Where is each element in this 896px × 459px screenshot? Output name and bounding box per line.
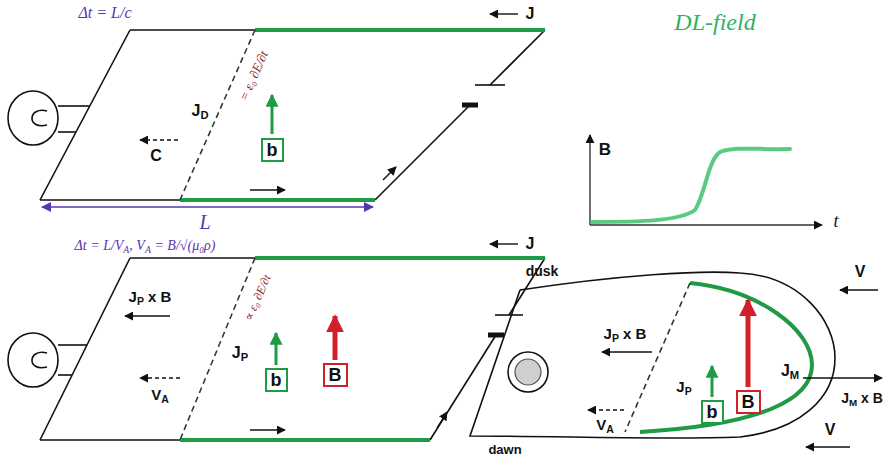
flow-label: V <box>855 263 866 281</box>
field-box: b <box>701 400 724 424</box>
current-label: JM <box>781 362 799 381</box>
force-label: JP x B <box>604 326 647 344</box>
wire <box>40 199 375 201</box>
field-arrow <box>333 316 338 360</box>
region-label: dawn <box>488 443 521 457</box>
force-label: JM x B <box>839 391 885 408</box>
axis-label: t <box>833 212 838 232</box>
wire <box>490 30 545 85</box>
wave-front <box>180 30 255 200</box>
battery-plate <box>475 84 505 86</box>
field-symbol: B <box>742 393 755 413</box>
wire <box>58 374 72 376</box>
wire <box>58 105 90 107</box>
current-layer <box>255 256 545 260</box>
current-arrow <box>437 412 447 428</box>
axis-label: B <box>599 141 611 160</box>
field-arrow <box>711 366 714 397</box>
earth-core <box>515 359 541 385</box>
field-box: B <box>736 390 761 414</box>
field-box: b <box>265 368 288 392</box>
current-layer <box>180 438 430 442</box>
current-layer <box>180 198 375 202</box>
current-label: JD <box>192 102 209 121</box>
earth-symbol <box>8 333 58 387</box>
current-arrow <box>490 243 518 244</box>
earth-symbol <box>508 352 548 392</box>
flow-label: V <box>825 421 836 439</box>
current-arrow <box>490 13 518 14</box>
current-label: JP <box>232 344 248 363</box>
speed-arrow <box>140 139 178 140</box>
force-arrow <box>602 351 652 352</box>
current-label: J <box>526 235 535 253</box>
dimension-label: L <box>199 211 210 233</box>
title-label: DL-field <box>674 9 755 35</box>
displacement-formula: = ε₀ ∂E/∂t <box>237 49 272 103</box>
force-arrow <box>803 377 882 378</box>
current-layer <box>255 28 545 32</box>
speed-label: VA <box>596 417 614 435</box>
axis <box>589 135 590 225</box>
current-layer <box>640 283 812 432</box>
wire <box>58 344 87 346</box>
field-box: B <box>323 363 348 387</box>
speed-arrow <box>588 409 624 410</box>
speed-label: VA <box>151 387 169 405</box>
battery-plate <box>488 333 504 338</box>
wave-front <box>625 283 690 432</box>
current-arrow <box>250 429 285 430</box>
earth-symbol <box>8 91 58 145</box>
field-symbol: b <box>271 371 282 391</box>
flow-arrow <box>840 289 878 290</box>
wave-front <box>180 258 255 440</box>
field-arrow <box>275 333 278 365</box>
displacement-formula: ∝ ε₀ ∂E/∂t <box>242 273 274 323</box>
wire <box>58 131 76 133</box>
field-curve <box>592 149 790 222</box>
earth-loop <box>32 110 47 125</box>
time-formula: Δt = L/VA, VA = B/√(μ₀ρ) <box>75 238 216 255</box>
field-symbol: b <box>707 403 718 423</box>
field-arrow <box>271 95 274 134</box>
current-label: JP <box>676 379 691 397</box>
battery-plate <box>462 103 478 108</box>
axis <box>590 224 822 225</box>
wire <box>375 105 470 200</box>
flow-arrow <box>806 446 850 447</box>
wire <box>40 258 130 440</box>
force-arrow <box>125 315 170 316</box>
field-arrow <box>746 300 751 387</box>
wire <box>40 439 430 441</box>
dimension-arrow <box>42 206 373 208</box>
current-arrow <box>383 167 396 180</box>
earth-loop <box>32 352 47 367</box>
speed-arrow <box>140 377 180 378</box>
field-symbol: B <box>329 366 342 386</box>
wire <box>130 257 545 259</box>
wire <box>40 30 130 200</box>
battery-plate <box>495 314 523 316</box>
current-label: J <box>526 5 535 23</box>
current-arrow <box>250 189 285 190</box>
force-label: JP x B <box>129 289 172 307</box>
field-box: b <box>261 138 284 162</box>
speed-label: C <box>150 147 162 165</box>
region-label: dusk <box>526 264 559 279</box>
time-formula: Δt = L/c <box>78 4 131 22</box>
wire <box>130 29 545 31</box>
field-symbol: b <box>267 141 278 161</box>
magnetopause <box>470 272 835 438</box>
